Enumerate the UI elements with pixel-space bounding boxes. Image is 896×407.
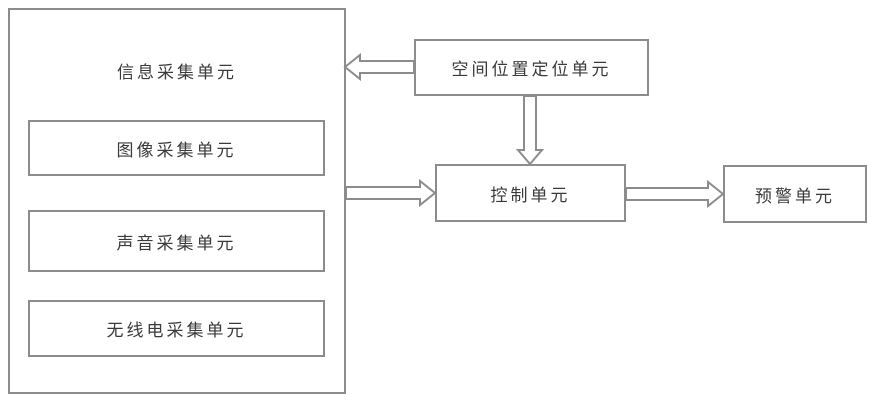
arrow-spatial-to-info bbox=[343, 52, 415, 82]
block-image-collection-unit: 图像采集单元 bbox=[28, 120, 325, 176]
block-spatial-positioning-unit: 空间位置定位单元 bbox=[414, 39, 649, 96]
block-sound-collection-unit-label: 声音采集单元 bbox=[116, 233, 237, 254]
block-image-collection-unit-label: 图像采集单元 bbox=[116, 140, 237, 161]
block-control-unit-label: 控制单元 bbox=[490, 185, 571, 206]
block-alert-unit: 预警单元 bbox=[723, 165, 867, 223]
block-info-collection-unit-label: 信息采集单元 bbox=[117, 63, 237, 83]
block-radio-collection-unit-label: 无线电采集单元 bbox=[106, 321, 247, 341]
block-radio-collection-unit: 无线电采集单元 bbox=[28, 300, 325, 357]
arrow-spatial-to-control bbox=[515, 95, 545, 166]
block-spatial-positioning-unit-label: 空间位置定位单元 bbox=[451, 60, 612, 80]
block-sound-collection-unit: 声音采集单元 bbox=[28, 210, 325, 272]
arrow-info-to-control bbox=[345, 178, 437, 208]
arrow-control-to-alert bbox=[625, 179, 725, 209]
block-control-unit: 控制单元 bbox=[435, 164, 626, 222]
block-alert-unit-label: 预警单元 bbox=[755, 186, 835, 207]
